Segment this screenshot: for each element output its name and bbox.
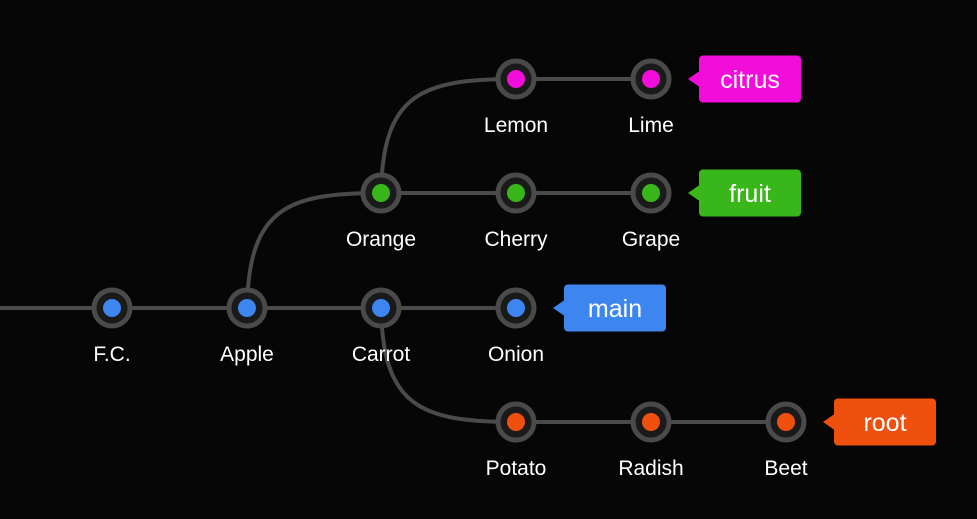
commit-node-lime[interactable] (630, 58, 672, 100)
branch-tag-box (699, 55, 801, 103)
branch-tag-label: citrus (720, 66, 780, 94)
commit-dot (507, 413, 525, 431)
edge-orange-lemon (379, 77, 517, 194)
commit-node-carrot[interactable] (360, 287, 402, 329)
commit-node-beet[interactable] (765, 401, 807, 443)
commit-node-onion[interactable] (495, 287, 537, 329)
commit-label-lemon: Lemon (484, 114, 548, 137)
commit-label-beet: Beet (764, 457, 807, 480)
commit-dot (642, 184, 660, 202)
branch-tag-pointer (553, 299, 566, 317)
branch-tag-box (834, 398, 936, 446)
commit-dot (238, 299, 256, 317)
commit-label-fc: F.C. (93, 343, 130, 366)
commit-dot (507, 184, 525, 202)
commit-label-potato: Potato (486, 457, 547, 480)
branch-tag-box (699, 169, 801, 217)
commit-label-carrot: Carrot (352, 343, 411, 366)
commit-dot (507, 299, 525, 317)
commit-label-onion: Onion (488, 343, 544, 366)
commit-node-potato[interactable] (495, 401, 537, 443)
commit-node-orange[interactable] (360, 172, 402, 214)
commit-label-lime: Lime (628, 114, 674, 137)
commit-dot (103, 299, 121, 317)
commit-dot (642, 70, 660, 88)
commit-dot (642, 413, 660, 431)
edge-apple-orange (245, 191, 382, 309)
branch-tag-main[interactable]: main (553, 284, 666, 332)
branch-tag-pointer (823, 413, 836, 431)
commit-node-fc[interactable] (91, 287, 133, 329)
labels-layer: F.C. Apple Carrot Onion Orange Cherry Grape Lem… (93, 114, 807, 480)
commit-label-orange: Orange (346, 228, 416, 251)
branch-tag-label: main (588, 295, 642, 323)
commit-node-lemon[interactable] (495, 58, 537, 100)
commit-dot (372, 184, 390, 202)
branch-tag-box (564, 284, 666, 332)
commit-dot (507, 70, 525, 88)
commit-label-grape: Grape (622, 228, 680, 251)
branch-tag-label: fruit (729, 180, 771, 208)
branch-tag-root[interactable]: root (823, 398, 936, 446)
branch-tag-fruit[interactable]: fruit (688, 169, 801, 217)
commit-node-cherry[interactable] (495, 172, 537, 214)
commit-node-grape[interactable] (630, 172, 672, 214)
commit-dot (777, 413, 795, 431)
commit-label-apple: Apple (220, 343, 274, 366)
commit-node-radish[interactable] (630, 401, 672, 443)
commit-label-cherry: Cherry (484, 228, 548, 251)
commit-node-apple[interactable] (226, 287, 268, 329)
branch-tag-pointer (688, 184, 701, 202)
branch-tag-citrus[interactable]: citrus (688, 55, 801, 103)
edges-layer (0, 77, 786, 424)
commit-dot (372, 299, 390, 317)
branch-tag-pointer (688, 70, 701, 88)
edge-carrot-potato (379, 307, 517, 424)
nodes-layer (91, 58, 807, 443)
commit-label-radish: Radish (618, 457, 683, 480)
branch-tag-label: root (863, 409, 906, 437)
tags-layer: citrus fruit main root (553, 55, 936, 446)
